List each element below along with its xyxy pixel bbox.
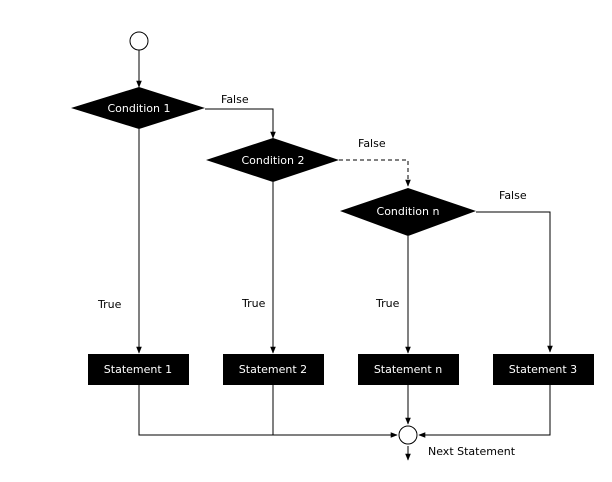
condition-n-diamond (340, 188, 476, 236)
true-label-3: True (375, 297, 400, 310)
start-node (129, 31, 149, 51)
condition-2-false-arrow (339, 159, 411, 187)
statement-3-label: Statement 3 (509, 363, 577, 376)
false-label-1: False (221, 93, 249, 106)
statement-2-label: Statement 2 (239, 363, 307, 376)
condition-1-diamond (71, 87, 205, 129)
condition-n-label: Condition n (377, 205, 440, 218)
statement-1-label: Statement 1 (104, 363, 172, 376)
true-label-1: True (97, 298, 122, 311)
statement-2-box (223, 354, 324, 385)
condition-2-label: Condition 2 (242, 154, 305, 167)
false-label-2: False (358, 137, 386, 150)
statement-3-box (493, 354, 594, 385)
true-label-2: True (241, 297, 266, 310)
next-statement-label: Next Statement (428, 445, 516, 458)
statement-n-box (358, 354, 459, 385)
statement-3-merge-arrow (418, 385, 551, 438)
statement-n-label: Statement n (374, 363, 442, 376)
statement-1-merge-line (138, 385, 273, 436)
condition-1-false-arrow (205, 108, 276, 139)
statement-1-box (88, 354, 189, 385)
false-label-3: False (499, 189, 527, 202)
condition-2-diamond (206, 138, 339, 182)
merge-node (398, 425, 418, 445)
condition-1-label: Condition 1 (108, 102, 171, 115)
condition-n-false-arrow (476, 211, 553, 353)
